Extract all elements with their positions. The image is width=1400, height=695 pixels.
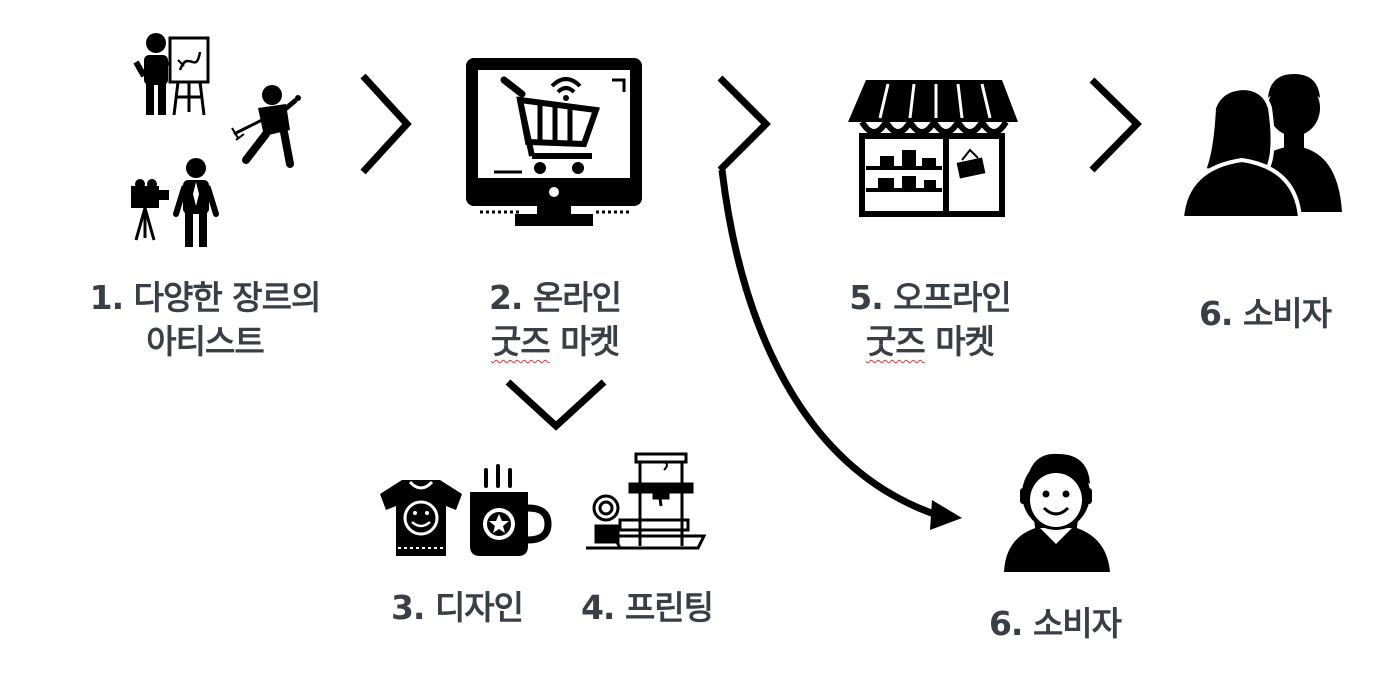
label-consumer-single: 6. 소비자 [960,602,1150,646]
label-online-line1: 2. 온라인 [488,278,622,317]
mug-icon [470,464,552,556]
online-shop-monitor-icon [466,58,642,226]
label-offline-line2: 굿즈 마켓 [810,320,1050,364]
arrow-chevron-1 [360,73,412,175]
label-consumer-single-text: 6. 소비자 [988,604,1122,643]
label-design-text: 3. 디자인 [390,588,524,627]
label-printing-text: 4. 프린팅 [580,588,714,627]
label-artists-line1: 1. 다양한 장르의 [89,278,322,317]
consumers-icon [1179,74,1342,220]
label-online-market: 2. 온라인 굿즈 마켓 [440,276,670,364]
3d-printer-icon [586,452,707,550]
label-consumers-text: 6. 소비자 [1198,294,1332,333]
label-online-market-word: 마켓 [549,322,620,361]
camera-operator-icon [131,158,219,247]
store-icon [848,80,1018,217]
label-offline-goods: 굿즈 [866,322,926,361]
label-printing: 4. 프린팅 [562,586,732,630]
tshirt-icon [380,480,462,556]
label-design: 3. 디자인 [372,586,542,630]
arrow-chevron-3 [1089,77,1142,173]
label-online-line2: 굿즈 마켓 [440,320,670,364]
label-artists-line2: 아티스트 [146,322,264,361]
painter-icon [133,33,210,116]
singer-icon [231,85,301,168]
arrow-chevron-2 [717,75,771,173]
label-offline-market: 5. 오프라인 굿즈 마켓 [810,276,1050,364]
person-icon [1004,453,1110,572]
label-online-goods: 굿즈 [491,322,551,361]
label-offline-market-word: 마켓 [924,322,995,361]
arrow-chevron-down [505,379,607,431]
curved-arrow [718,169,962,530]
label-consumers: 6. 소비자 [1170,292,1360,336]
label-artists: 1. 다양한 장르의 아티스트 [60,276,350,364]
label-offline-line1: 5. 오프라인 [849,278,1011,317]
